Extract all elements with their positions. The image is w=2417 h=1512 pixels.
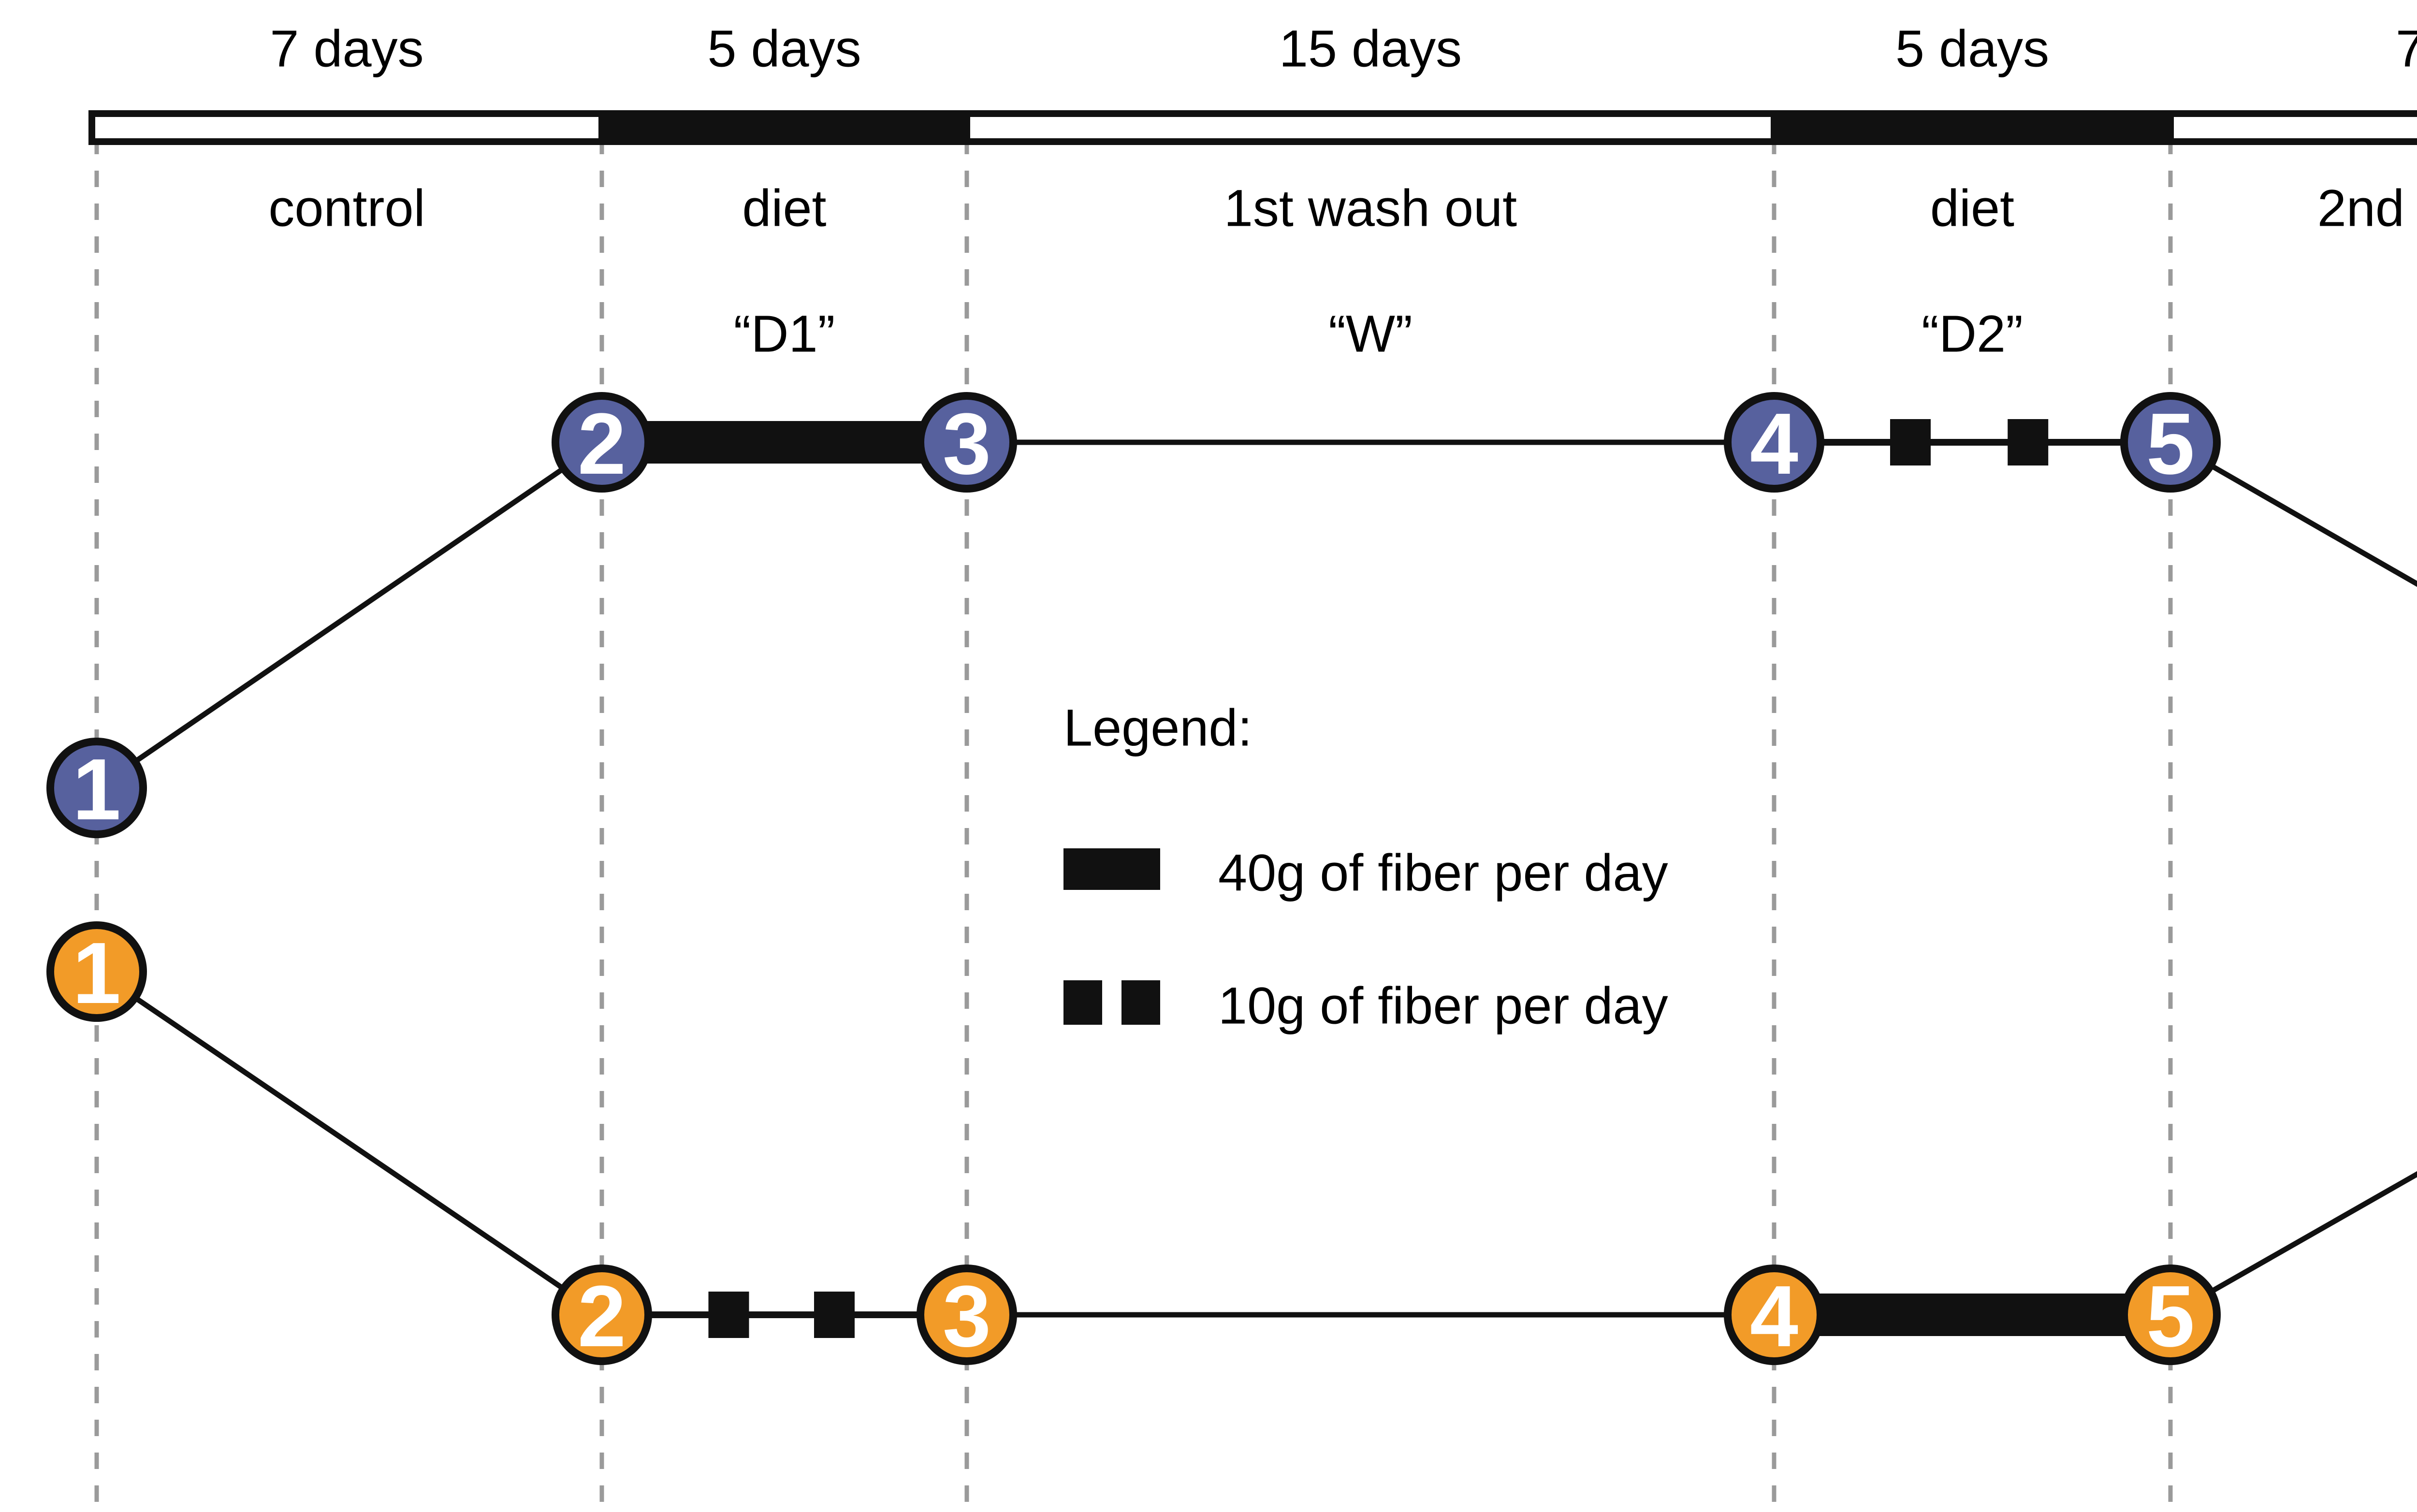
phase-label-2: 1st wash out (1223, 178, 1517, 237)
timeline-segment-4 (2167, 110, 2417, 145)
node-label-blue-arm-2: 2 (577, 395, 626, 493)
phase-code-label-3: “D2” (1922, 304, 2023, 363)
phase-label-3: diet (1930, 178, 2015, 237)
phase-label-0: control (268, 178, 425, 237)
node-label-blue-arm-4: 4 (1749, 395, 1799, 493)
node-blue-arm-5[interactable] (2120, 392, 2221, 493)
node-label-blue-arm-1: 1 (72, 741, 121, 838)
legend-title: Legend: (1063, 698, 1252, 757)
timeline-bar (88, 110, 2417, 145)
link-orange-arm-2-3-dash-1 (814, 1292, 855, 1338)
arm-nodes (46, 392, 2221, 1365)
phase-code-label-1: “D1” (733, 304, 835, 363)
phase-label-4: 2nd wash out (2317, 178, 2417, 237)
link-blue-arm-5-6 (2207, 462, 2417, 587)
node-label-orange-arm-4: 4 (1749, 1268, 1799, 1365)
node-orange-arm-4[interactable] (1724, 1265, 1824, 1365)
legend-item-label-0: 40g of fiber per day (1218, 843, 1668, 902)
duration-label-2: 15 days (1279, 19, 1462, 78)
duration-label-3: 5 days (1895, 19, 2050, 78)
node-label-orange-arm-2: 2 (577, 1268, 626, 1365)
node-blue-arm-1[interactable] (46, 738, 147, 838)
legend-swatch-dash-0 (1063, 980, 1102, 1025)
duration-label-4: 7 days (2395, 19, 2417, 78)
node-orange-arm-1[interactable] (46, 921, 147, 1022)
node-label-orange-arm-1: 1 (72, 925, 121, 1022)
node-orange-arm-2[interactable] (552, 1265, 652, 1365)
duration-label-0: 7 days (270, 19, 424, 78)
arm-links (131, 419, 2417, 1338)
node-label-blue-arm-5: 5 (2146, 395, 2195, 493)
link-blue-arm-1-2 (131, 465, 568, 766)
link-blue-arm-4-5-dash-0 (1890, 419, 1931, 465)
phase-code-label-2: “W” (1328, 304, 1412, 363)
legend-swatch-solid (1063, 848, 1160, 890)
duration-label-1: 5 days (707, 19, 861, 78)
legend-item-label-1: 10g of fiber per day (1218, 976, 1668, 1035)
link-orange-arm-2-3-dash-0 (708, 1292, 749, 1338)
node-orange-arm-3[interactable] (917, 1265, 1017, 1365)
timeline-segment-2 (963, 110, 1777, 145)
link-orange-arm-1-2 (131, 994, 568, 1293)
node-blue-arm-2[interactable] (552, 392, 652, 493)
timeline-segment-3 (1771, 110, 2174, 145)
legend-swatches (1063, 848, 1160, 1025)
link-orange-arm-5-6 (2207, 1171, 2417, 1296)
link-blue-arm-4-5-dash-1 (2008, 419, 2049, 465)
node-label-blue-arm-3: 3 (942, 395, 991, 493)
phase-label-1: diet (742, 178, 827, 237)
node-label-orange-arm-5: 5 (2146, 1268, 2195, 1365)
timeline-segment-0 (88, 110, 605, 145)
node-blue-arm-4[interactable] (1724, 392, 1824, 493)
node-label-orange-arm-3: 3 (942, 1268, 991, 1365)
legend-swatch-dash-1 (1121, 980, 1160, 1025)
node-orange-arm-5[interactable] (2120, 1265, 2221, 1365)
timeline-segment-1 (598, 110, 970, 145)
node-blue-arm-3[interactable] (917, 392, 1017, 493)
